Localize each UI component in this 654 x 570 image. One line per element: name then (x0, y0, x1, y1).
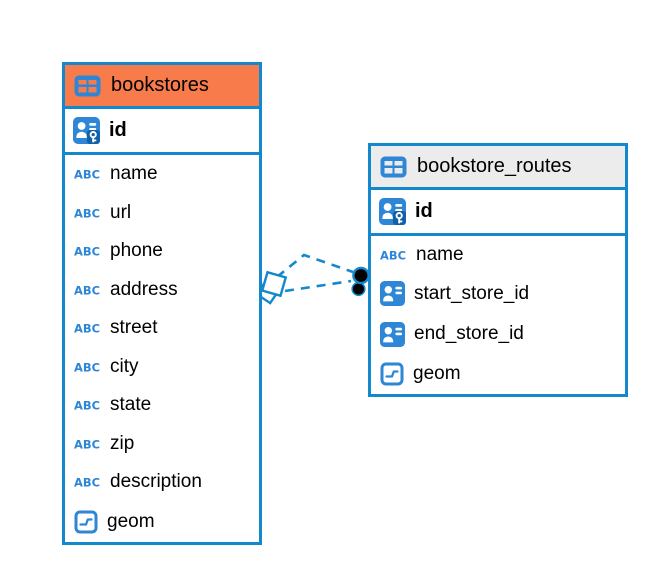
table-title: bookstores (111, 74, 209, 96)
svg-text:ABC: ABC (74, 476, 100, 490)
relationship-line[interactable] (276, 253, 354, 279)
svg-text:ABC: ABC (74, 245, 100, 259)
column-name: address (110, 278, 178, 300)
column-name: name (110, 163, 158, 185)
text-abc-icon: ABC (74, 321, 101, 336)
user-key-icon (73, 117, 100, 144)
column-name: street (110, 317, 158, 339)
column-name: id (109, 119, 127, 141)
column-row[interactable]: ABC name (371, 236, 625, 274)
text-abc-icon: ABC (74, 437, 101, 451)
table-bookstores[interactable]: bookstores id ABC name ABC url ABC phone AB… (62, 62, 262, 545)
geometry-icon (380, 362, 404, 386)
column-name: zip (110, 432, 135, 454)
text-abc-icon: ABC (74, 475, 101, 490)
column-row[interactable]: ABC url (65, 194, 259, 233)
text-abc-icon: ABC (74, 167, 101, 182)
svg-text:ABC: ABC (74, 399, 100, 413)
svg-text:ABC: ABC (74, 283, 100, 297)
circle-marker[interactable] (351, 266, 370, 297)
column-name: state (110, 394, 152, 416)
table-icon (380, 156, 407, 178)
svg-text:ABC: ABC (380, 248, 406, 262)
column-row[interactable]: geom (65, 502, 259, 543)
text-abc-icon: ABC (74, 244, 101, 259)
column-row[interactable]: geom (371, 355, 625, 395)
column-name: name (416, 243, 464, 265)
geometry-icon (74, 510, 98, 534)
column-row[interactable]: ABC address (65, 271, 259, 310)
column-row[interactable]: ABC city (65, 348, 259, 387)
column-name: start_store_id (414, 282, 530, 304)
svg-text:ABC: ABC (74, 206, 100, 220)
user-icon (380, 321, 405, 347)
svg-text:ABC: ABC (74, 168, 100, 182)
column-row[interactable]: ABC state (65, 386, 259, 425)
column-name: phone (110, 240, 163, 262)
table-icon (74, 75, 101, 97)
table-header[interactable]: bookstores (65, 65, 259, 109)
column-row[interactable]: ABC street (65, 309, 259, 348)
column-row[interactable]: ABC phone (65, 232, 259, 271)
svg-text:ABC: ABC (74, 360, 100, 374)
svg-text:ABC: ABC (74, 437, 100, 451)
primary-key-row[interactable]: id (65, 109, 259, 155)
column-row[interactable]: ABC zip (65, 425, 259, 464)
text-abc-icon: ABC (74, 360, 101, 374)
primary-key-row[interactable]: id (371, 190, 625, 236)
column-name: geom (107, 510, 155, 532)
column-name: geom (413, 363, 461, 385)
column-name: id (415, 200, 433, 222)
table-header[interactable]: bookstore_routes (371, 146, 625, 190)
table-title: bookstore_routes (417, 155, 572, 177)
column-row[interactable]: end_store_id (371, 314, 625, 355)
svg-text:ABC: ABC (74, 322, 100, 336)
text-abc-icon: ABC (74, 283, 101, 297)
column-row[interactable]: ABC name (65, 155, 259, 194)
column-row[interactable]: start_store_id (371, 274, 625, 315)
relationship-line[interactable] (284, 279, 352, 293)
column-name: description (110, 471, 202, 493)
column-row[interactable]: ABC description (65, 463, 259, 502)
user-icon (380, 281, 405, 307)
user-key-icon (379, 198, 406, 225)
text-abc-icon: ABC (74, 398, 101, 413)
column-name: city (110, 355, 139, 377)
text-abc-icon: ABC (74, 206, 101, 220)
table-bookstore-routes[interactable]: bookstore_routes id ABC name start_store_… (368, 143, 628, 397)
text-abc-icon: ABC (380, 248, 407, 262)
column-name: url (110, 201, 132, 223)
column-name: end_store_id (414, 323, 524, 345)
